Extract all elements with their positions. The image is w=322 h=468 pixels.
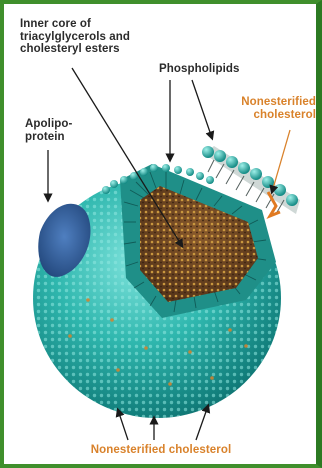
label-inner-core: Inner core of triacylglycerols and chole… [20, 18, 160, 56]
label-nonesterified-cholesterol-bottom: Nonesterified cholesterol [0, 444, 322, 457]
label-nonesterified-cholesterol-top: Nonesterified cholesterol [221, 96, 316, 121]
label-phospholipids: Phospholipids [159, 63, 279, 76]
arrow-phospholipids-2 [192, 80, 212, 138]
arrow-nonesterified-top [272, 130, 290, 192]
label-apoprotein: Apolipo- protein [25, 118, 95, 143]
arrow-bottom-1 [118, 410, 128, 440]
